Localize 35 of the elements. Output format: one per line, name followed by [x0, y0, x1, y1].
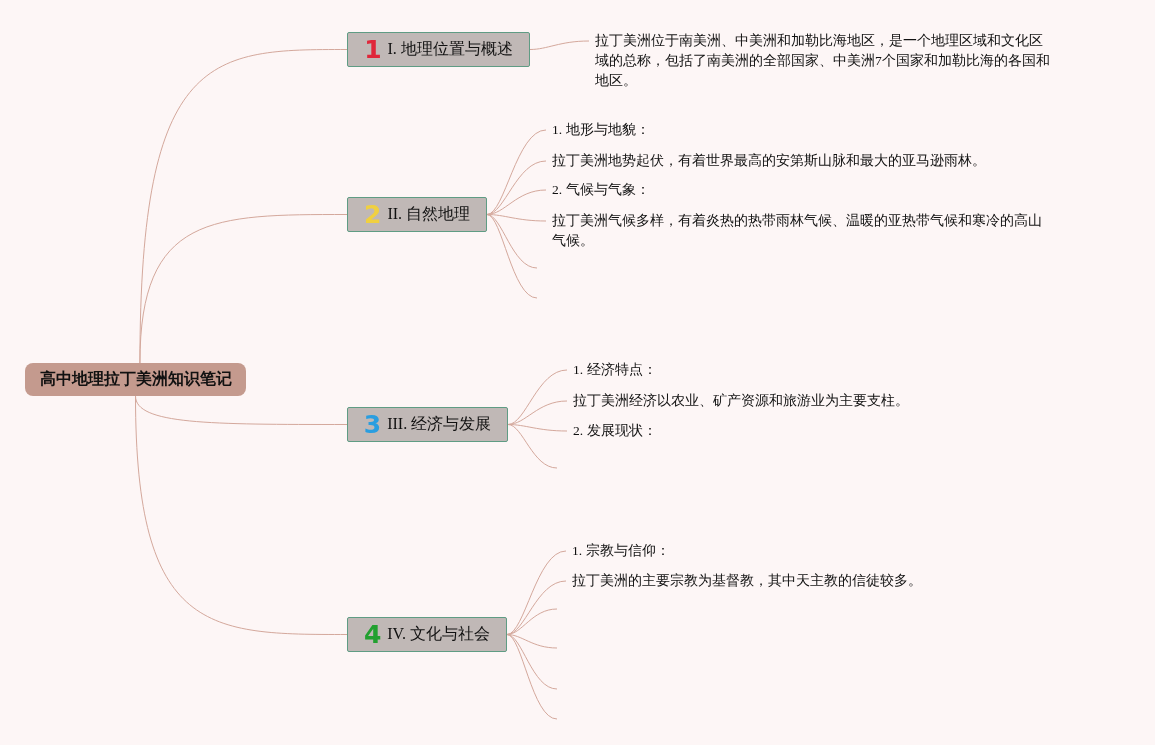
connector-line — [486, 214, 538, 269]
connector-line — [506, 634, 558, 690]
note-text: 拉丁美洲的主要宗教为基督教，其中天主教的信徒较多。 — [572, 571, 972, 591]
topic-box — [347, 197, 487, 232]
connector-line — [507, 369, 568, 425]
connector-line — [135, 395, 348, 635]
topic-title: I. 地理位置与概述 — [387, 39, 513, 59]
connector-line — [506, 608, 558, 635]
connector-line — [506, 634, 558, 720]
topic-title: II. 自然地理 — [387, 204, 471, 224]
topic-box — [347, 407, 508, 442]
note-text: 拉丁美洲气候多样，有着炎热的热带雨林气候、温暖的亚热带气候和寒冷的高山气候。 — [552, 211, 1047, 251]
topic-box — [347, 32, 530, 67]
note-text: 1. 宗教与信仰： — [572, 541, 872, 561]
topic-number: 2 — [363, 202, 382, 227]
note-text: 拉丁美洲地势起伏，有着世界最高的安第斯山脉和最大的亚马逊雨林。 — [552, 151, 1032, 171]
topic-box — [347, 617, 507, 652]
note-text: 1. 经济特点： — [573, 360, 873, 380]
topic-number: 4 — [363, 622, 382, 647]
topic-title: III. 经济与发展 — [387, 414, 492, 434]
note-text: 2. 气候与气象： — [552, 180, 852, 200]
connector-line — [135, 395, 348, 425]
note-text: 2. 发展现状： — [573, 421, 873, 441]
note-text: 1. 地形与地貌： — [552, 120, 852, 140]
connector-line — [486, 214, 538, 299]
connector-line — [486, 129, 547, 215]
topic-number: 3 — [363, 412, 382, 437]
connector-line — [139, 214, 348, 364]
central-topic-box: 高中地理拉丁美洲知识笔记 — [25, 363, 246, 396]
topic-title: IV. 文化与社会 — [387, 624, 491, 644]
topic-number: 1 — [364, 37, 382, 62]
note-text: 拉丁美洲位于南美洲、中美洲和加勒比海地区，是一个地理区域和文化区域的总称，包括了南美洲的全部国家、中美洲7个国家和加勒比海的各国和地区。 — [595, 31, 1055, 91]
connector-line — [507, 424, 558, 469]
note-text: 拉丁美洲经济以农业、矿产资源和旅游业为主要支柱。 — [573, 391, 973, 411]
connector-line — [529, 40, 590, 50]
